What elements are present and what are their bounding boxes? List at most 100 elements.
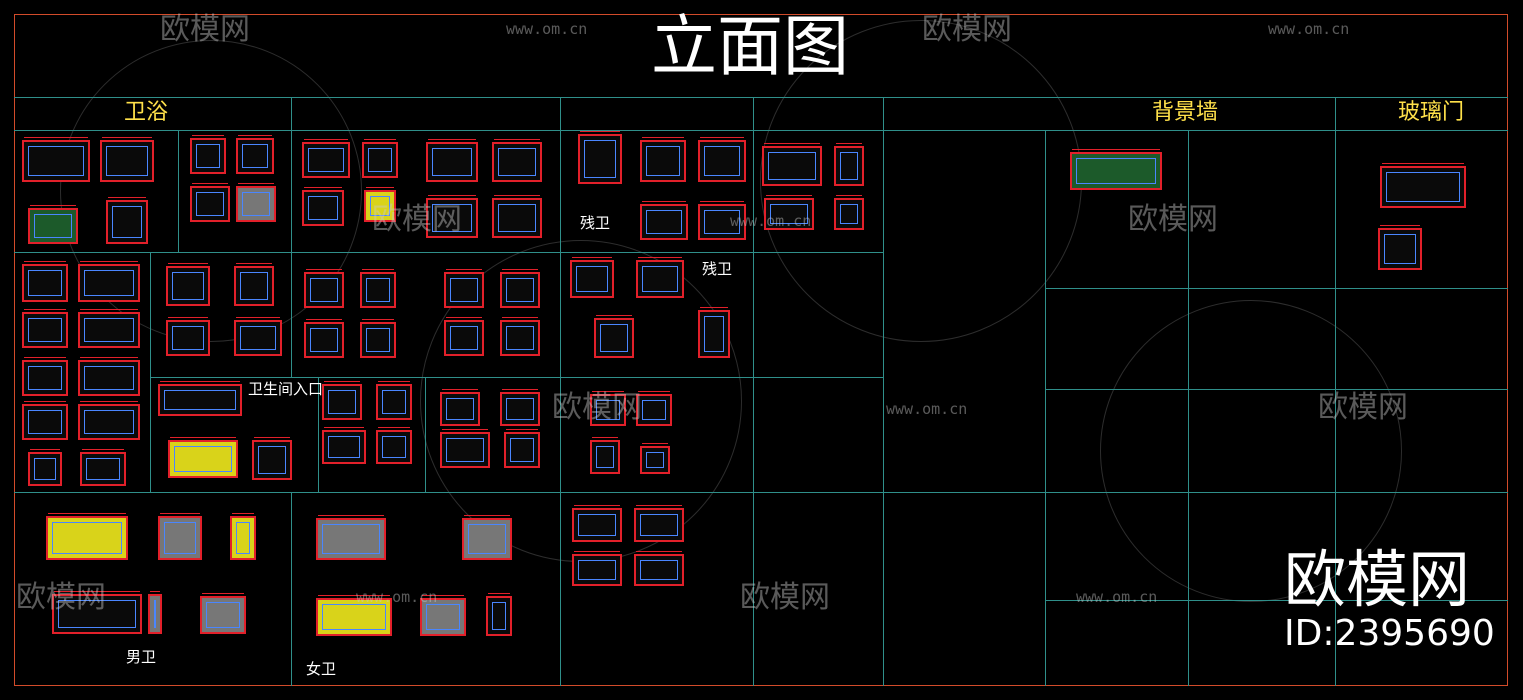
elevation-drawing <box>78 401 140 440</box>
grid-line <box>1188 130 1189 686</box>
elevation-drawing <box>360 269 396 308</box>
elevation-drawing <box>426 139 478 182</box>
watermark-brand: 欧模网 <box>922 12 1012 47</box>
watermark-url: www.om.cn <box>356 588 438 606</box>
floor-plan-drawing <box>578 131 622 184</box>
elevation-drawing <box>440 429 490 468</box>
grid-line <box>425 377 426 492</box>
watermark-brand: 欧模网 <box>552 390 642 425</box>
watermark-brand: 欧模网 <box>1128 202 1218 237</box>
watermark-url: www.om.cn <box>730 212 812 230</box>
grid-line <box>150 377 884 378</box>
elevation-drawing <box>376 381 412 420</box>
watermark-brand: 欧模网 <box>16 580 106 615</box>
watermark-brand: 欧模网 <box>160 12 250 47</box>
elevation-drawing <box>364 187 396 222</box>
grid-line <box>150 252 151 492</box>
glass-door-drawing <box>1380 163 1466 208</box>
womens-elevation-drawing <box>486 593 512 636</box>
elevation-drawing <box>640 201 688 240</box>
womens-elevation-drawing <box>316 515 386 560</box>
elevation-drawing <box>234 317 282 356</box>
label-womens-restroom: 女卫 <box>306 660 337 678</box>
watermark-arc <box>60 40 362 342</box>
glass-door-drawing <box>1378 225 1422 270</box>
elevation-drawing <box>500 317 540 356</box>
elevation-drawing <box>492 139 542 182</box>
grid-line <box>14 130 1508 131</box>
watermark-url: www.om.cn <box>506 20 588 38</box>
section-bathroom: 卫浴 <box>124 100 169 125</box>
watermark-brand: 欧模网 <box>1318 390 1408 425</box>
elevation-drawing <box>22 357 68 396</box>
elevation-drawing <box>444 317 484 356</box>
elevation-drawing <box>426 195 478 238</box>
watermark-arc <box>1100 300 1402 602</box>
elevation-drawing <box>236 135 274 174</box>
elevation-drawing <box>158 381 242 416</box>
elevation-drawing <box>252 437 292 480</box>
elevation-drawing <box>572 551 622 586</box>
label-accessible-restroom: 残卫 <box>580 214 611 232</box>
elevation-drawing <box>590 391 626 426</box>
section-background-wall: 背景墙 <box>1152 100 1219 125</box>
mens-elevation-drawing <box>158 513 202 560</box>
elevation-drawing <box>500 269 540 308</box>
elevation-drawing <box>636 257 684 298</box>
grid-line <box>1335 97 1336 686</box>
elevation-drawing <box>322 427 366 464</box>
section-glass-door: 玻璃门 <box>1398 100 1465 125</box>
elevation-drawing <box>168 437 238 478</box>
womens-elevation-drawing <box>462 515 512 560</box>
elevation-drawing <box>590 437 620 474</box>
grid-line <box>14 252 884 253</box>
elevation-drawing <box>500 389 540 426</box>
watermark-url: www.om.cn <box>886 400 968 418</box>
elevation-drawing <box>640 137 686 182</box>
elevation-drawing <box>440 389 480 426</box>
elevation-drawing <box>834 195 864 230</box>
grid-line <box>1045 130 1046 686</box>
grid-line <box>883 97 884 686</box>
elevation-drawing <box>78 309 140 348</box>
grid-line <box>178 130 179 252</box>
grid-line <box>291 97 292 377</box>
elevation-drawing <box>764 195 814 230</box>
elevation-drawing <box>698 201 746 240</box>
elevation-drawing <box>302 139 350 178</box>
watermark-brand: 欧模网 <box>740 580 830 615</box>
elevation-drawing <box>376 427 412 464</box>
watermark-brand: 欧模网 <box>372 202 462 237</box>
grid-line <box>14 97 1508 98</box>
grid-line <box>291 492 292 686</box>
womens-elevation-drawing <box>316 595 392 636</box>
label-accessible-restroom: 残卫 <box>702 260 733 278</box>
elevation-drawing <box>360 319 396 358</box>
grid-line <box>318 377 319 492</box>
elevation-drawing <box>834 143 864 186</box>
elevation-drawing <box>362 139 398 178</box>
brand-id: ID:2395690 <box>1284 613 1495 654</box>
grid-line <box>753 97 754 686</box>
grid-line <box>1045 389 1508 390</box>
watermark-url: www.om.cn <box>1268 20 1350 38</box>
elevation-drawing <box>166 317 210 356</box>
label-mens-restroom: 男卫 <box>126 648 157 666</box>
elevation-drawing <box>190 183 230 222</box>
elevation-drawing <box>504 429 540 468</box>
mens-floor-plan-drawing <box>52 591 142 634</box>
floor-plan-drawing <box>594 315 634 358</box>
elevation-drawing <box>634 505 684 542</box>
elevation-drawing <box>572 505 622 542</box>
elevation-drawing <box>492 195 542 238</box>
mens-elevation-drawing <box>148 591 162 634</box>
elevation-drawing <box>304 269 344 308</box>
elevation-drawing <box>22 401 68 440</box>
background-wall-drawing <box>1070 149 1162 190</box>
elevation-drawing <box>78 261 140 302</box>
elevation-drawing <box>302 187 344 226</box>
elevation-drawing <box>22 309 68 348</box>
elevation-drawing <box>80 449 126 486</box>
elevation-drawing <box>166 263 210 306</box>
